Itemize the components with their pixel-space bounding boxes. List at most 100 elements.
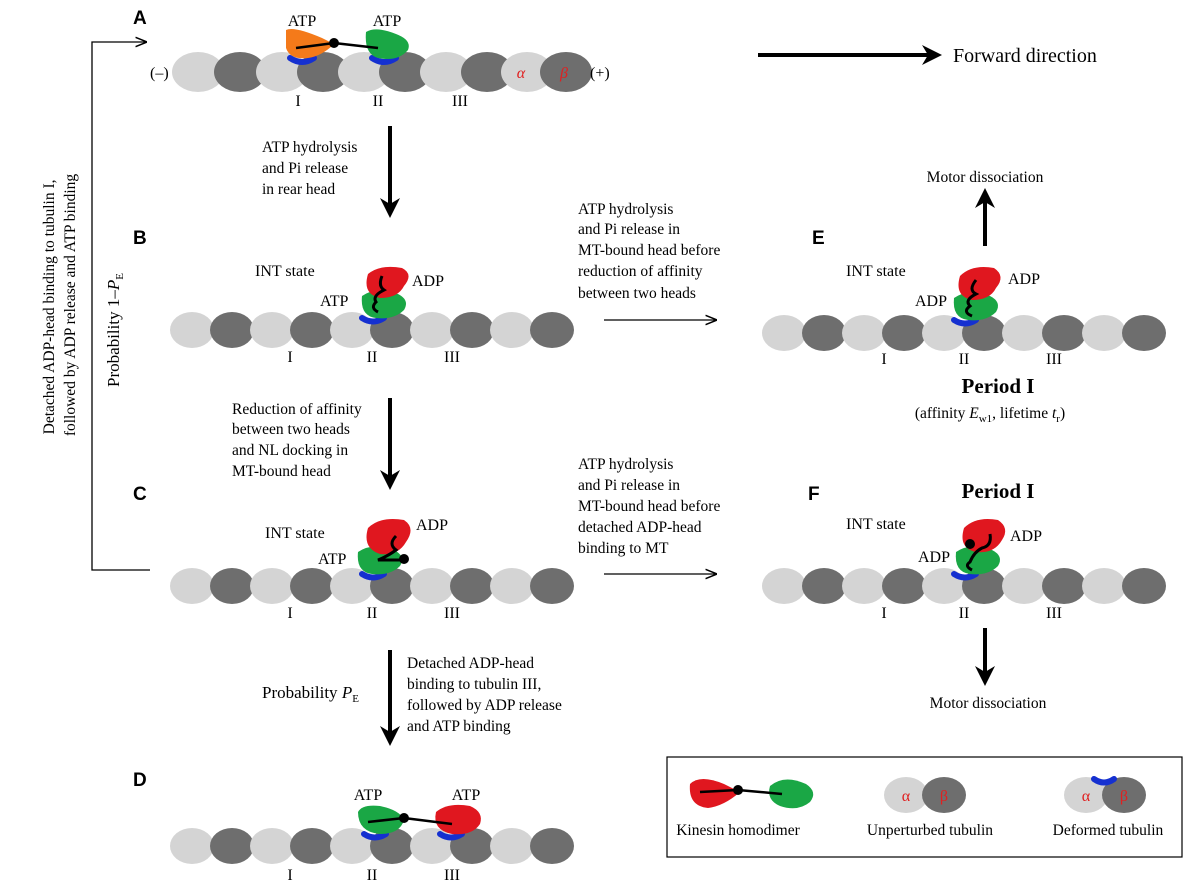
site-label-c-3: III [444,605,460,622]
plus-end-label: (+) [590,65,610,82]
site-label-c-2: II [367,605,378,622]
neck-linker-a-rear [295,41,335,50]
legend-unperturbed-label: Unperturbed tubulin [867,822,993,839]
legend-kinesin-label: Kinesin homodimer [676,822,800,839]
adp-label-f-bottom: ADP [918,549,950,566]
deformation-b [359,315,387,325]
legend-deformed-label: Deformed tubulin [1053,822,1164,839]
kinesin-head-red-b [366,266,409,298]
site-label-b-3: III [444,349,460,366]
kinesin-head-orange-a [286,29,334,59]
microtubule-e [762,315,1166,351]
site-label-a-1: I [295,93,300,110]
neck-junction-c [399,554,409,564]
neck-junction-d [399,813,409,823]
neck-linker-c [377,534,404,562]
legend-deformed-icon [1064,776,1146,813]
kinesin-head-green-b [361,290,406,319]
deformation-c [359,571,387,581]
transition-b-to-e-text: ATP hydrolysis and Pi release in MT-boun… [578,201,724,302]
neck-linker-d-front [403,816,453,826]
neck-linker-b [371,275,387,314]
site-label-b-1: I [287,349,292,366]
deformation-e [951,317,979,327]
neck-junction-a [329,38,339,48]
int-state-label-e: INT state [846,263,906,280]
kinesin-head-red-c [366,519,411,555]
probability-pe-label: Probability PE [262,683,359,705]
neck-junction-f [965,539,975,549]
legend-unperturbed-beta: β [940,788,948,805]
deformation-d-front [437,831,465,841]
legend-unperturbed-icon [884,777,966,813]
neck-linker-d-rear [367,816,405,824]
microtubule-f [762,568,1166,604]
adp-label-e-top: ADP [1008,271,1040,288]
panel-label-b: B [133,228,147,249]
site-label-f-1: I [881,605,886,622]
atp-label-a-front: ATP [373,13,402,30]
atp-label-b: ATP [320,293,349,310]
kinesin-head-red-d [435,804,481,835]
site-label-a-3: III [452,93,468,110]
transition-c-to-d-text: Detached ADP-head binding to tubulin III… [407,655,566,735]
forward-direction-label: Forward direction [953,45,1097,67]
atp-label-d-rear: ATP [354,787,383,804]
loop-back-text: Detached ADP-head binding to tubulin I, … [41,174,79,437]
period-e-title: Period I [962,374,1035,398]
kinesin-head-red-e [958,267,1001,300]
transition-b-to-c-text: Reduction of affinity between two heads … [232,401,366,480]
adp-label-c: ADP [416,517,448,534]
period-e-details: (affinity Ew1, lifetime tr) [915,405,1065,425]
adp-label-f-top: ADP [1010,528,1042,545]
period-f-title: Period I [962,479,1035,503]
site-label-e-2: II [959,351,970,368]
legend-kinesin-icon [689,779,814,809]
minus-end-label: (–) [150,65,169,82]
adp-label-b: ADP [412,273,444,290]
beta-label-a: β [559,65,568,82]
transition-c-to-f-text: ATP hydrolysis and Pi release in MT-boun… [578,456,724,557]
legend-box [666,756,1183,858]
deformation-a-front [369,55,399,65]
kinesin-head-green-a [365,29,409,59]
legend-deformed-alpha: α [1082,788,1091,805]
deformation-a-rear [287,55,317,65]
site-label-e-1: I [881,351,886,368]
site-label-e-3: III [1046,351,1062,368]
panel-label-c: C [133,484,147,505]
site-label-d-2: II [367,867,378,884]
atp-label-c: ATP [318,551,347,568]
int-state-label-c: INT state [265,525,325,542]
panel-label-e: E [812,228,825,249]
legend-unperturbed-alpha: α [902,788,911,805]
neck-linker-a-front [333,41,379,50]
motor-dissociation-e: Motor dissociation [927,169,1044,186]
neck-linker-e [965,279,980,318]
site-label-f-2: II [959,605,970,622]
microtubule-d [170,828,574,864]
deformation-d-rear [361,831,389,841]
alpha-label-a: α [517,65,526,82]
kinesin-head-green-e [953,292,998,321]
site-label-c-1: I [287,605,292,622]
site-label-a-2: II [373,93,384,110]
motor-dissociation-f: Motor dissociation [930,695,1047,712]
neck-linker-f [965,533,992,572]
panel-label-f: F [808,484,820,505]
site-label-d-3: III [444,867,460,884]
panel-label-a: A [133,8,147,29]
microtubule-b [170,312,574,348]
panel-label-d: D [133,770,147,791]
int-state-label-f: INT state [846,516,906,533]
adp-label-e-bottom: ADP [915,293,947,310]
loop-back-arrow [91,42,150,571]
int-state-label-b: INT state [255,263,315,280]
site-label-d-1: I [287,867,292,884]
deformation-f [951,571,979,581]
site-label-f-3: III [1046,605,1062,622]
atp-label-a-rear: ATP [288,13,317,30]
site-label-b-2: II [367,349,378,366]
probability-one-minus-pe-label: Probability 1–PE [104,273,126,387]
